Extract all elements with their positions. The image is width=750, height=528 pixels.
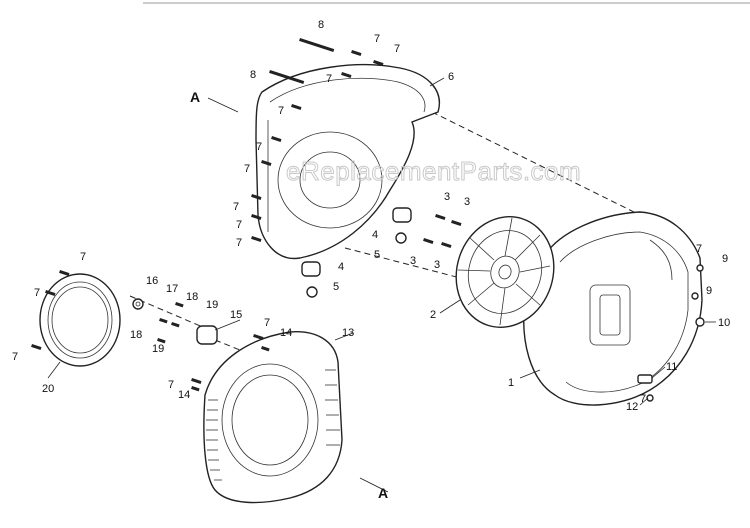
small-fittings [132,207,705,402]
callout-20: 20 [42,383,54,395]
reference-label-a-bottom: A [378,485,388,501]
callout-7p: 7 [696,243,702,255]
fan-impeller [455,216,555,328]
callout-13: 13 [342,327,354,339]
callout-19a: 19 [206,299,218,311]
callout-7j: 7 [80,251,86,263]
callout-16: 16 [146,275,158,287]
callout-7k: 7 [34,287,40,299]
rear-housing [523,211,703,406]
callout-4b: 4 [372,229,378,241]
callout-18a: 18 [186,291,198,303]
callout-8b: 8 [250,69,256,81]
callout-7n: 7 [168,379,174,391]
callout-3c: 3 [410,255,416,267]
callout-7e: 7 [256,141,262,153]
callout-9a: 9 [722,253,728,265]
watermark-text: eReplacementParts.com [286,156,581,186]
callout-3a: 3 [444,191,450,203]
callout-15: 15 [230,309,242,321]
callout-3d: 3 [434,259,440,271]
callout-7d: 7 [278,105,284,117]
callout-14a: 14 [280,327,292,339]
callout-7i: 7 [236,237,242,249]
callout-7o: 7 [640,393,646,405]
callout-17: 17 [166,283,178,295]
callout-10: 10 [718,317,730,329]
callout-7b: 7 [394,43,400,55]
callout-7a: 7 [374,33,380,45]
callout-5b: 5 [374,249,380,261]
callout-8a: 8 [318,19,324,31]
callout-3b: 3 [464,196,470,208]
callout-5a: 5 [333,281,339,293]
callout-7h: 7 [236,219,242,231]
callout-7g: 7 [233,201,239,213]
callout-19b: 19 [152,343,164,355]
front-housing [203,331,343,504]
callout-12: 12 [626,401,638,413]
callout-6: 6 [448,71,454,83]
callout-7c: 7 [326,73,332,85]
intake-ring [39,273,121,367]
callout-11: 11 [666,361,677,373]
leader-lines [47,77,716,493]
callout-7m: 7 [264,317,270,329]
callout-2: 2 [430,309,436,321]
callout-7l: 7 [12,351,18,363]
callout-1: 1 [508,377,514,389]
callout-14b: 14 [178,389,190,401]
callout-7f: 7 [244,163,250,175]
callout-9b: 9 [706,285,712,297]
screw-set [31,37,462,392]
callout-4a: 4 [338,261,344,273]
callout-18b: 18 [130,329,142,341]
callout-labels: 1 2 3 3 3 3 4 4 5 5 6 7 7 7 7 7 7 7 7 7 … [12,19,730,413]
reference-label-a-top: A [190,89,200,105]
